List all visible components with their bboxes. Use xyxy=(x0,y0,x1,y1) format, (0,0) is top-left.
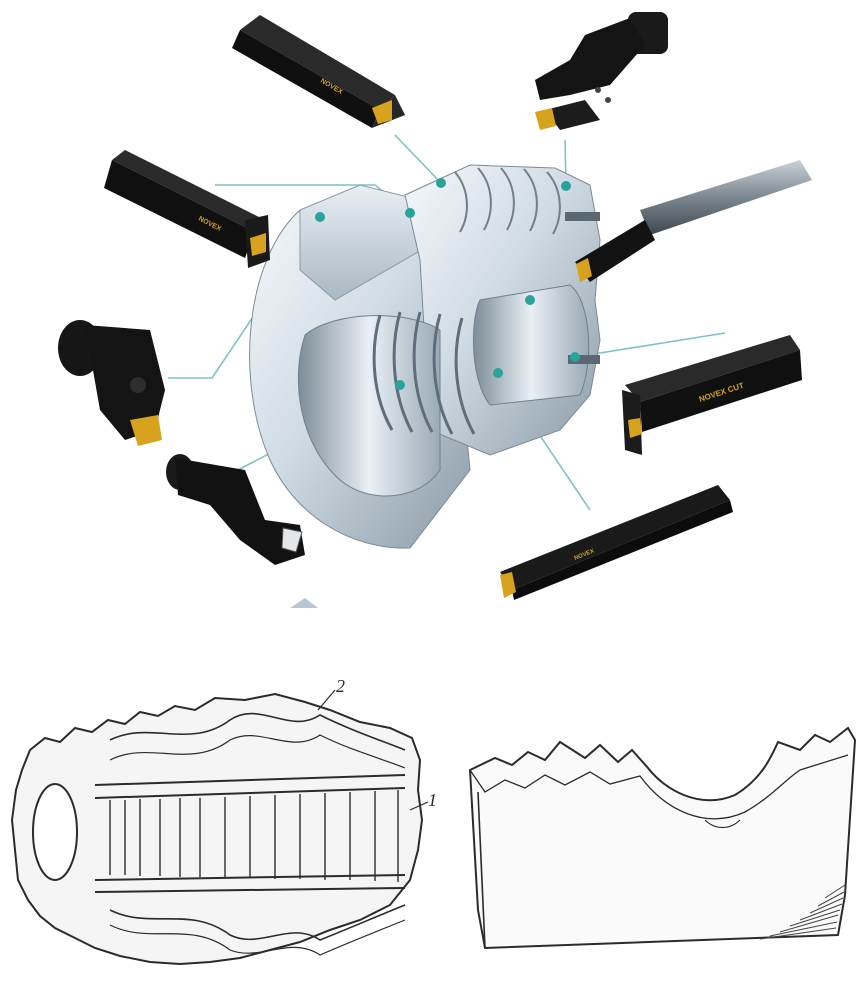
marker-dot xyxy=(405,208,415,218)
carbide-insert xyxy=(500,572,516,598)
carbide-insert xyxy=(281,527,303,553)
carbide-insert xyxy=(628,418,642,438)
form-tool-hatching xyxy=(759,884,846,940)
clipped-insert-tip xyxy=(290,598,318,608)
slot-cut xyxy=(568,355,600,364)
marker-dot xyxy=(436,178,446,188)
carbide-insert xyxy=(372,100,392,124)
turning-holder-top: NOVEX xyxy=(232,15,405,128)
external-thread xyxy=(454,167,561,235)
prismatic-form-tool-sketch xyxy=(468,726,857,950)
turning-holder-left: NOVEX xyxy=(104,150,270,268)
marker-dot xyxy=(561,181,571,191)
marker-dot xyxy=(525,295,535,305)
steel-workpiece xyxy=(249,164,601,549)
marker-dots xyxy=(315,178,580,390)
arbor-hole xyxy=(32,783,78,881)
marker-dot xyxy=(395,380,405,390)
carbide-insert xyxy=(576,258,592,282)
cutter-outline xyxy=(10,692,424,966)
internal-thread xyxy=(372,311,476,435)
marker-dot xyxy=(493,368,503,378)
marker-dot xyxy=(315,212,325,222)
grooving-tool: NOVEX CUT xyxy=(622,335,802,455)
boring-bar-steel xyxy=(575,160,812,282)
leader-line xyxy=(394,134,442,184)
callout-label-2: 2 xyxy=(336,680,345,696)
modular-tool-head-bottom xyxy=(166,454,305,565)
carbide-insert xyxy=(130,415,162,446)
cutter-teeth-hatching xyxy=(109,790,399,882)
callout-label-1: 1 xyxy=(428,790,437,810)
carbide-insert xyxy=(535,108,556,130)
modular-tool-head-top xyxy=(535,12,668,130)
modular-tool-head-left xyxy=(58,320,165,446)
marker-dot xyxy=(570,352,580,362)
slot-cut xyxy=(565,212,600,221)
sketch-illustrations: 2 1 xyxy=(10,680,857,966)
boring-bar-black: NOVEX xyxy=(500,485,733,600)
leader-line xyxy=(574,332,726,358)
carbide-insert xyxy=(250,233,266,256)
inner-bore xyxy=(297,315,441,497)
form-cutter-sketch: 2 1 xyxy=(10,680,437,966)
cutaway-illustration: NOVEX NOVEX xyxy=(58,12,812,608)
form-tool-outline xyxy=(468,726,857,950)
